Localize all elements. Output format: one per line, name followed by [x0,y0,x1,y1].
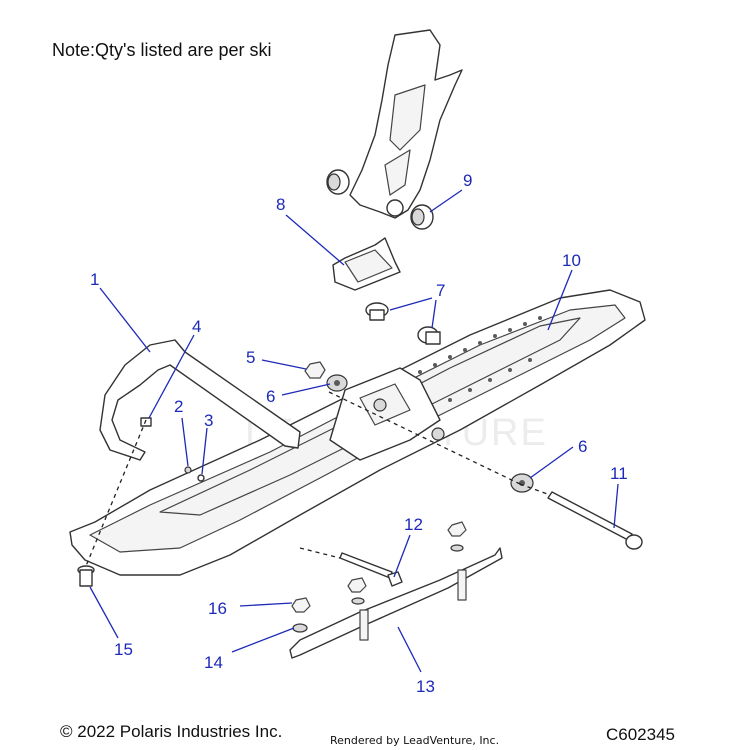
axis-line-runner [299,547,341,559]
leader-8 [285,214,345,266]
copyright: © 2022 Polaris Industries Inc. [60,722,283,741]
spindle [349,29,463,219]
callout-12: 12 [404,515,423,534]
spacer-upper [365,302,389,321]
leader-3 [201,427,208,475]
callout-1: 1 [90,270,99,289]
callout-15: 15 [114,640,133,659]
bolt-runner [339,552,403,587]
callout-3: 3 [204,411,213,430]
runner-washer-14 [292,623,308,633]
rendered-by: Rendered by LeadVenture, Inc. [330,734,500,747]
callout-10: 10 [562,251,581,270]
callout-2: 2 [174,397,183,416]
ski-saddle [329,367,445,461]
leader-1 [99,287,151,353]
runner-nut-left [347,577,367,593]
leader-5 [261,359,307,370]
leader-6b [529,446,574,479]
callout-8: 8 [276,195,285,214]
callout-9: 9 [463,171,472,190]
bushing-right [410,204,434,230]
axis-line-ext [519,483,551,496]
figure-code: C602345 [606,725,676,744]
ski-handle [99,339,301,461]
washer-small [197,474,205,482]
leader-10 [547,269,573,331]
runner-washer-left [351,597,365,605]
axis-line-front [85,419,147,567]
axis-line-main [328,391,521,485]
runner-washer-right [450,544,464,552]
ski-stop [332,237,401,291]
leader-7b [431,299,437,329]
callout-6a: 6 [266,387,275,406]
leader-4 [148,334,195,419]
leader-14 [231,627,295,653]
callout-5: 5 [246,348,255,367]
nut [304,361,326,379]
spacer-lower [417,326,441,345]
leader-9 [429,189,463,213]
washer-lower [510,473,534,493]
leader-12 [393,534,411,578]
runner-nut-16 [291,597,311,613]
leader-6a [281,383,331,396]
leader-11 [613,483,619,529]
runner-bar [289,547,503,659]
bushing-left [326,169,350,195]
bolt-front [77,565,95,587]
callout-7: 7 [436,281,445,300]
nut-small [184,466,192,474]
callout-16: 16 [208,599,227,618]
callout-6b: 6 [578,437,587,456]
callout-13: 13 [416,677,435,696]
leader-2 [181,417,189,467]
runner-nut-right [447,521,467,537]
callout-4: 4 [192,317,201,336]
leader-16 [239,602,293,607]
washer-upper [326,374,348,392]
callout-14: 14 [204,653,223,672]
leader-7a [389,297,433,311]
plug-small [140,417,152,427]
callout-11: 11 [610,464,628,483]
leader-13 [397,626,422,673]
qty-note: Note:Qty's listed are per ski [52,40,272,60]
bolt-long [547,491,643,550]
leader-15 [89,586,119,639]
